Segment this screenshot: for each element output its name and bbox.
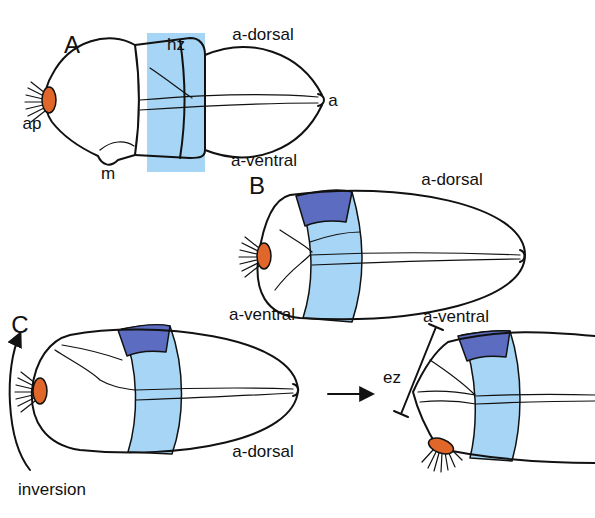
body-outline: [32, 330, 298, 453]
hyposphere-outline: [205, 47, 322, 157]
internal-line: [275, 230, 520, 290]
cilia: [15, 372, 35, 412]
dark-blue-patch: [296, 190, 352, 226]
part-label: inversion: [18, 480, 86, 500]
part-label: a-dorsal: [232, 442, 293, 462]
zone-band: hz: [147, 33, 205, 172]
step-arrow: [328, 393, 372, 395]
internal-line: [418, 360, 595, 404]
zone-label: hz: [147, 35, 205, 55]
panel-letter: A: [64, 31, 80, 59]
part-label: ap: [23, 114, 42, 134]
part-label: a-ventral: [231, 151, 297, 171]
anus: [318, 94, 324, 106]
body-outline: [413, 332, 595, 463]
inversion-arrow: [10, 334, 30, 470]
panel-letter: C: [11, 311, 28, 339]
body-fill: [257, 191, 525, 319]
apical-organ: [426, 435, 455, 457]
episphere-outline: [45, 38, 139, 164]
anus: [520, 250, 525, 262]
internal-line: [140, 68, 318, 110]
part-label: a-ventral: [229, 305, 295, 325]
internal-line: [55, 345, 293, 400]
larva-b: [239, 190, 525, 322]
body-outline: [257, 191, 525, 319]
larva-c: [10, 325, 372, 470]
internal-line: [100, 142, 134, 150]
apical-organ: [42, 87, 56, 113]
apical-organ: [257, 243, 271, 269]
ez-bracket: [394, 324, 443, 417]
apical-organ: [33, 378, 47, 404]
part-label: ez: [383, 368, 401, 388]
segment-boundary: [180, 40, 185, 158]
cilia: [239, 237, 259, 277]
part-label: a: [328, 91, 337, 111]
part-label: a-dorsal: [421, 170, 482, 190]
larva-c-everted: [394, 324, 595, 472]
part-label: a-ventral: [423, 307, 489, 327]
panel-letter: B: [249, 172, 265, 200]
anus: [293, 384, 298, 396]
part-label: m: [101, 164, 115, 184]
part-label: a-dorsal: [232, 25, 293, 45]
